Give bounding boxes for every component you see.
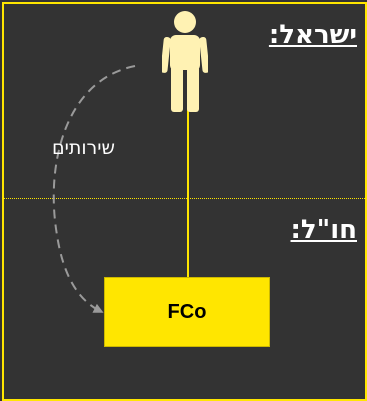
fco-entity-label: FCo	[167, 300, 207, 323]
fco-entity-box: FCo	[104, 277, 270, 347]
israel-region-label: ישראל:	[268, 20, 357, 50]
services-flow-label: שירותים	[52, 137, 115, 159]
ownership-connector-line	[187, 108, 189, 278]
border-divider-line	[4, 198, 365, 199]
person-icon	[162, 11, 208, 112]
abroad-region-label: חו"ל:	[290, 215, 357, 245]
